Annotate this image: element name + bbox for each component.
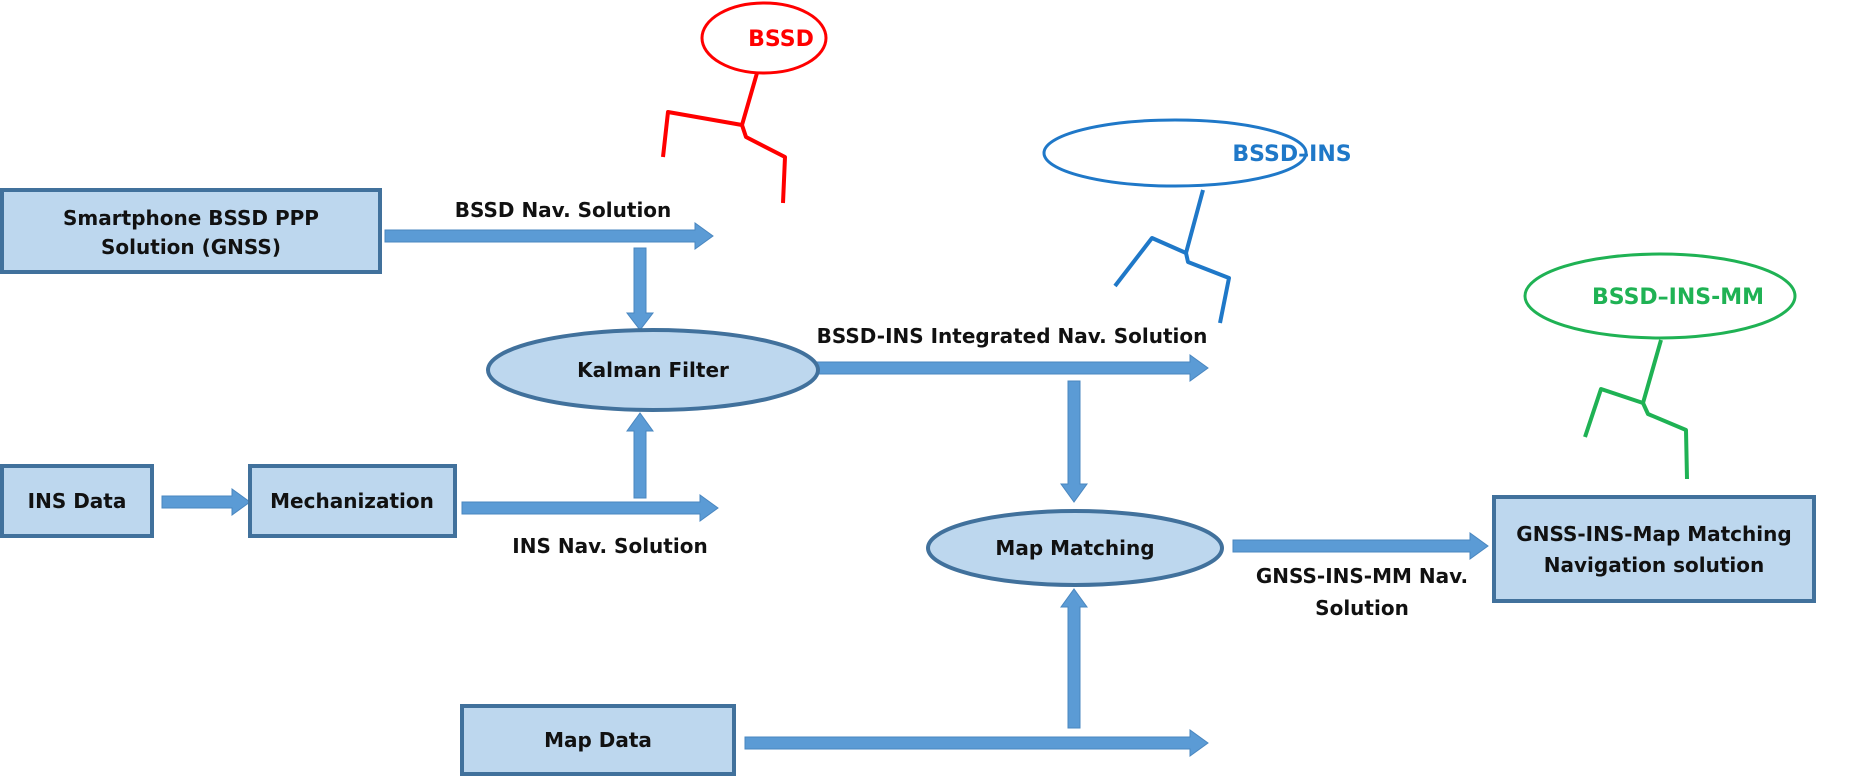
arrow-mm-nav	[1232, 532, 1489, 560]
label-bssd-nav: BSSD Nav. Solution	[455, 198, 672, 222]
zigzag-bssd-ins-mm-left	[1583, 339, 1663, 438]
zigzag-bssd-right	[740, 124, 787, 204]
label-ins-nav: INS Nav. Solution	[512, 534, 707, 558]
arrow-bssd-ins-nav	[794, 354, 1209, 382]
callout-bssd-ins-mm: BSSD–INS-MM	[1523, 252, 1797, 480]
arrows	[161, 222, 1489, 757]
arrow-bssd-nav	[384, 222, 714, 250]
zigzag-bssd-ins-mm-right	[1641, 402, 1689, 480]
node-ins-data: INS Data	[0, 464, 154, 538]
zigzag-bssd-ins-left	[1113, 189, 1205, 288]
node-map-data-label: Map Data	[544, 728, 652, 752]
label-bssd-ins-nav: BSSD-INS Integrated Nav. Solution	[817, 324, 1208, 348]
label-mm-nav-line1: GNSS-INS-MM Nav.	[1256, 564, 1468, 588]
node-smartphone: Smartphone BSSD PPP Solution (GNSS)	[0, 188, 382, 274]
node-smartphone-line2: Solution (GNSS)	[101, 235, 281, 259]
node-output-line1: GNSS-INS-Map Matching	[1516, 522, 1791, 546]
node-output-line2: Navigation solution	[1544, 553, 1764, 577]
node-kalman-filter: Kalman Filter	[486, 328, 820, 412]
callout-bssd: BSSD	[661, 1, 828, 204]
callout-bssd-ins-mm-label: BSSD–INS-MM	[1592, 285, 1764, 310]
arrow-to-mapmatching-from-top	[1060, 380, 1088, 503]
arrow-map-data	[744, 729, 1209, 757]
node-map-matching: Map Matching	[926, 509, 1224, 587]
zigzag-bssd-left	[661, 72, 759, 158]
node-mechanization: Mechanization	[248, 464, 457, 538]
arrow-to-kalman-from-top	[625, 247, 655, 331]
node-smartphone-line1: Smartphone BSSD PPP	[63, 206, 319, 230]
node-output: GNSS-INS-Map Matching Navigation solutio…	[1492, 495, 1816, 603]
arrow-to-mapmatching-from-bottom	[1060, 588, 1088, 729]
arrow-ins-to-mechanization	[161, 488, 251, 516]
node-mechanization-label: Mechanization	[270, 489, 434, 513]
callout-bssd-ins: BSSD–INS	[1042, 118, 1352, 324]
label-mm-nav-line2: Solution	[1315, 596, 1409, 620]
node-map-matching-label: Map Matching	[995, 536, 1154, 560]
node-kalman-label: Kalman Filter	[577, 358, 729, 382]
callout-bssd-ins-label: BSSD–INS	[1232, 142, 1351, 167]
zigzag-bssd-ins-right	[1184, 252, 1231, 324]
arrow-ins-nav	[461, 494, 719, 522]
node-map-data: Map Data	[460, 704, 736, 776]
node-ins-data-label: INS Data	[28, 489, 127, 513]
callout-bssd-label: BSSD	[748, 27, 814, 52]
arrow-to-kalman-from-bottom	[626, 412, 654, 499]
